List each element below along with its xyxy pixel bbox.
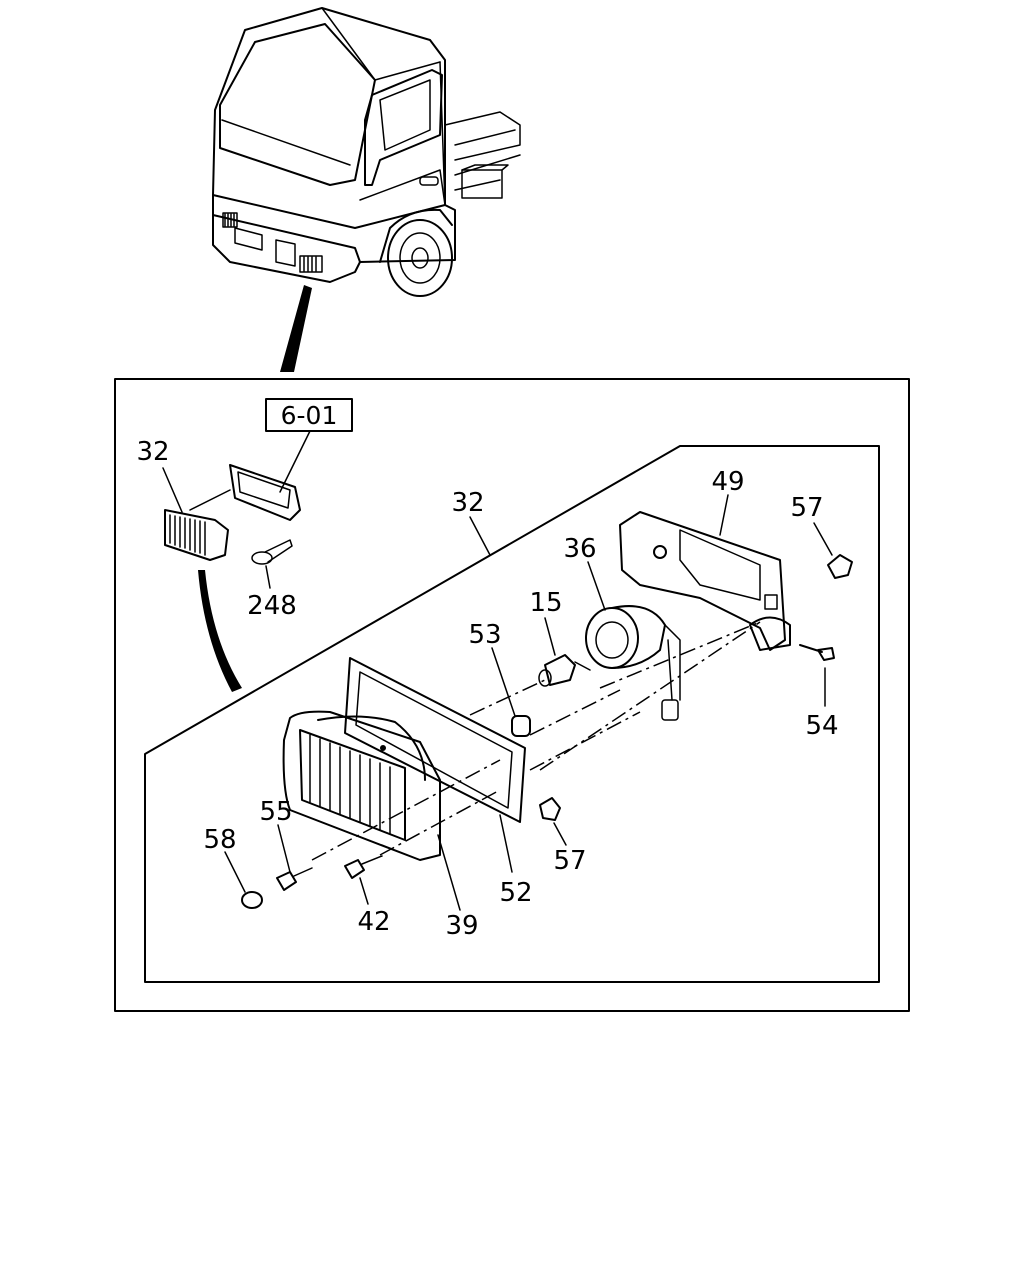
callout-32-side-lamp: 32 [136,437,169,467]
callout-36: 36 [563,534,596,564]
callout-32-fog-lamp: 32 [451,488,484,518]
reference-label-box [265,398,353,432]
callout-58: 58 [203,825,236,855]
callout-49: 49 [711,467,744,497]
callout-52: 52 [499,878,532,908]
callout-248: 248 [247,591,297,621]
side-lamp-small [162,464,301,692]
fog-lamp-assembly [224,494,853,911]
callout-42: 42 [357,907,390,937]
callout-39: 39 [445,911,478,941]
callout-57-top: 57 [790,493,823,523]
callout-57-bottom: 57 [553,846,586,876]
detail-frame [114,378,910,1012]
callout-53: 53 [468,620,501,650]
callout-54: 54 [805,711,838,741]
truck-cab-illustration [212,7,521,372]
sub-assembly-frame [144,445,880,983]
callout-55: 55 [259,797,292,827]
reference-label: 6-01 [281,401,338,430]
callout-15: 15 [529,588,562,618]
